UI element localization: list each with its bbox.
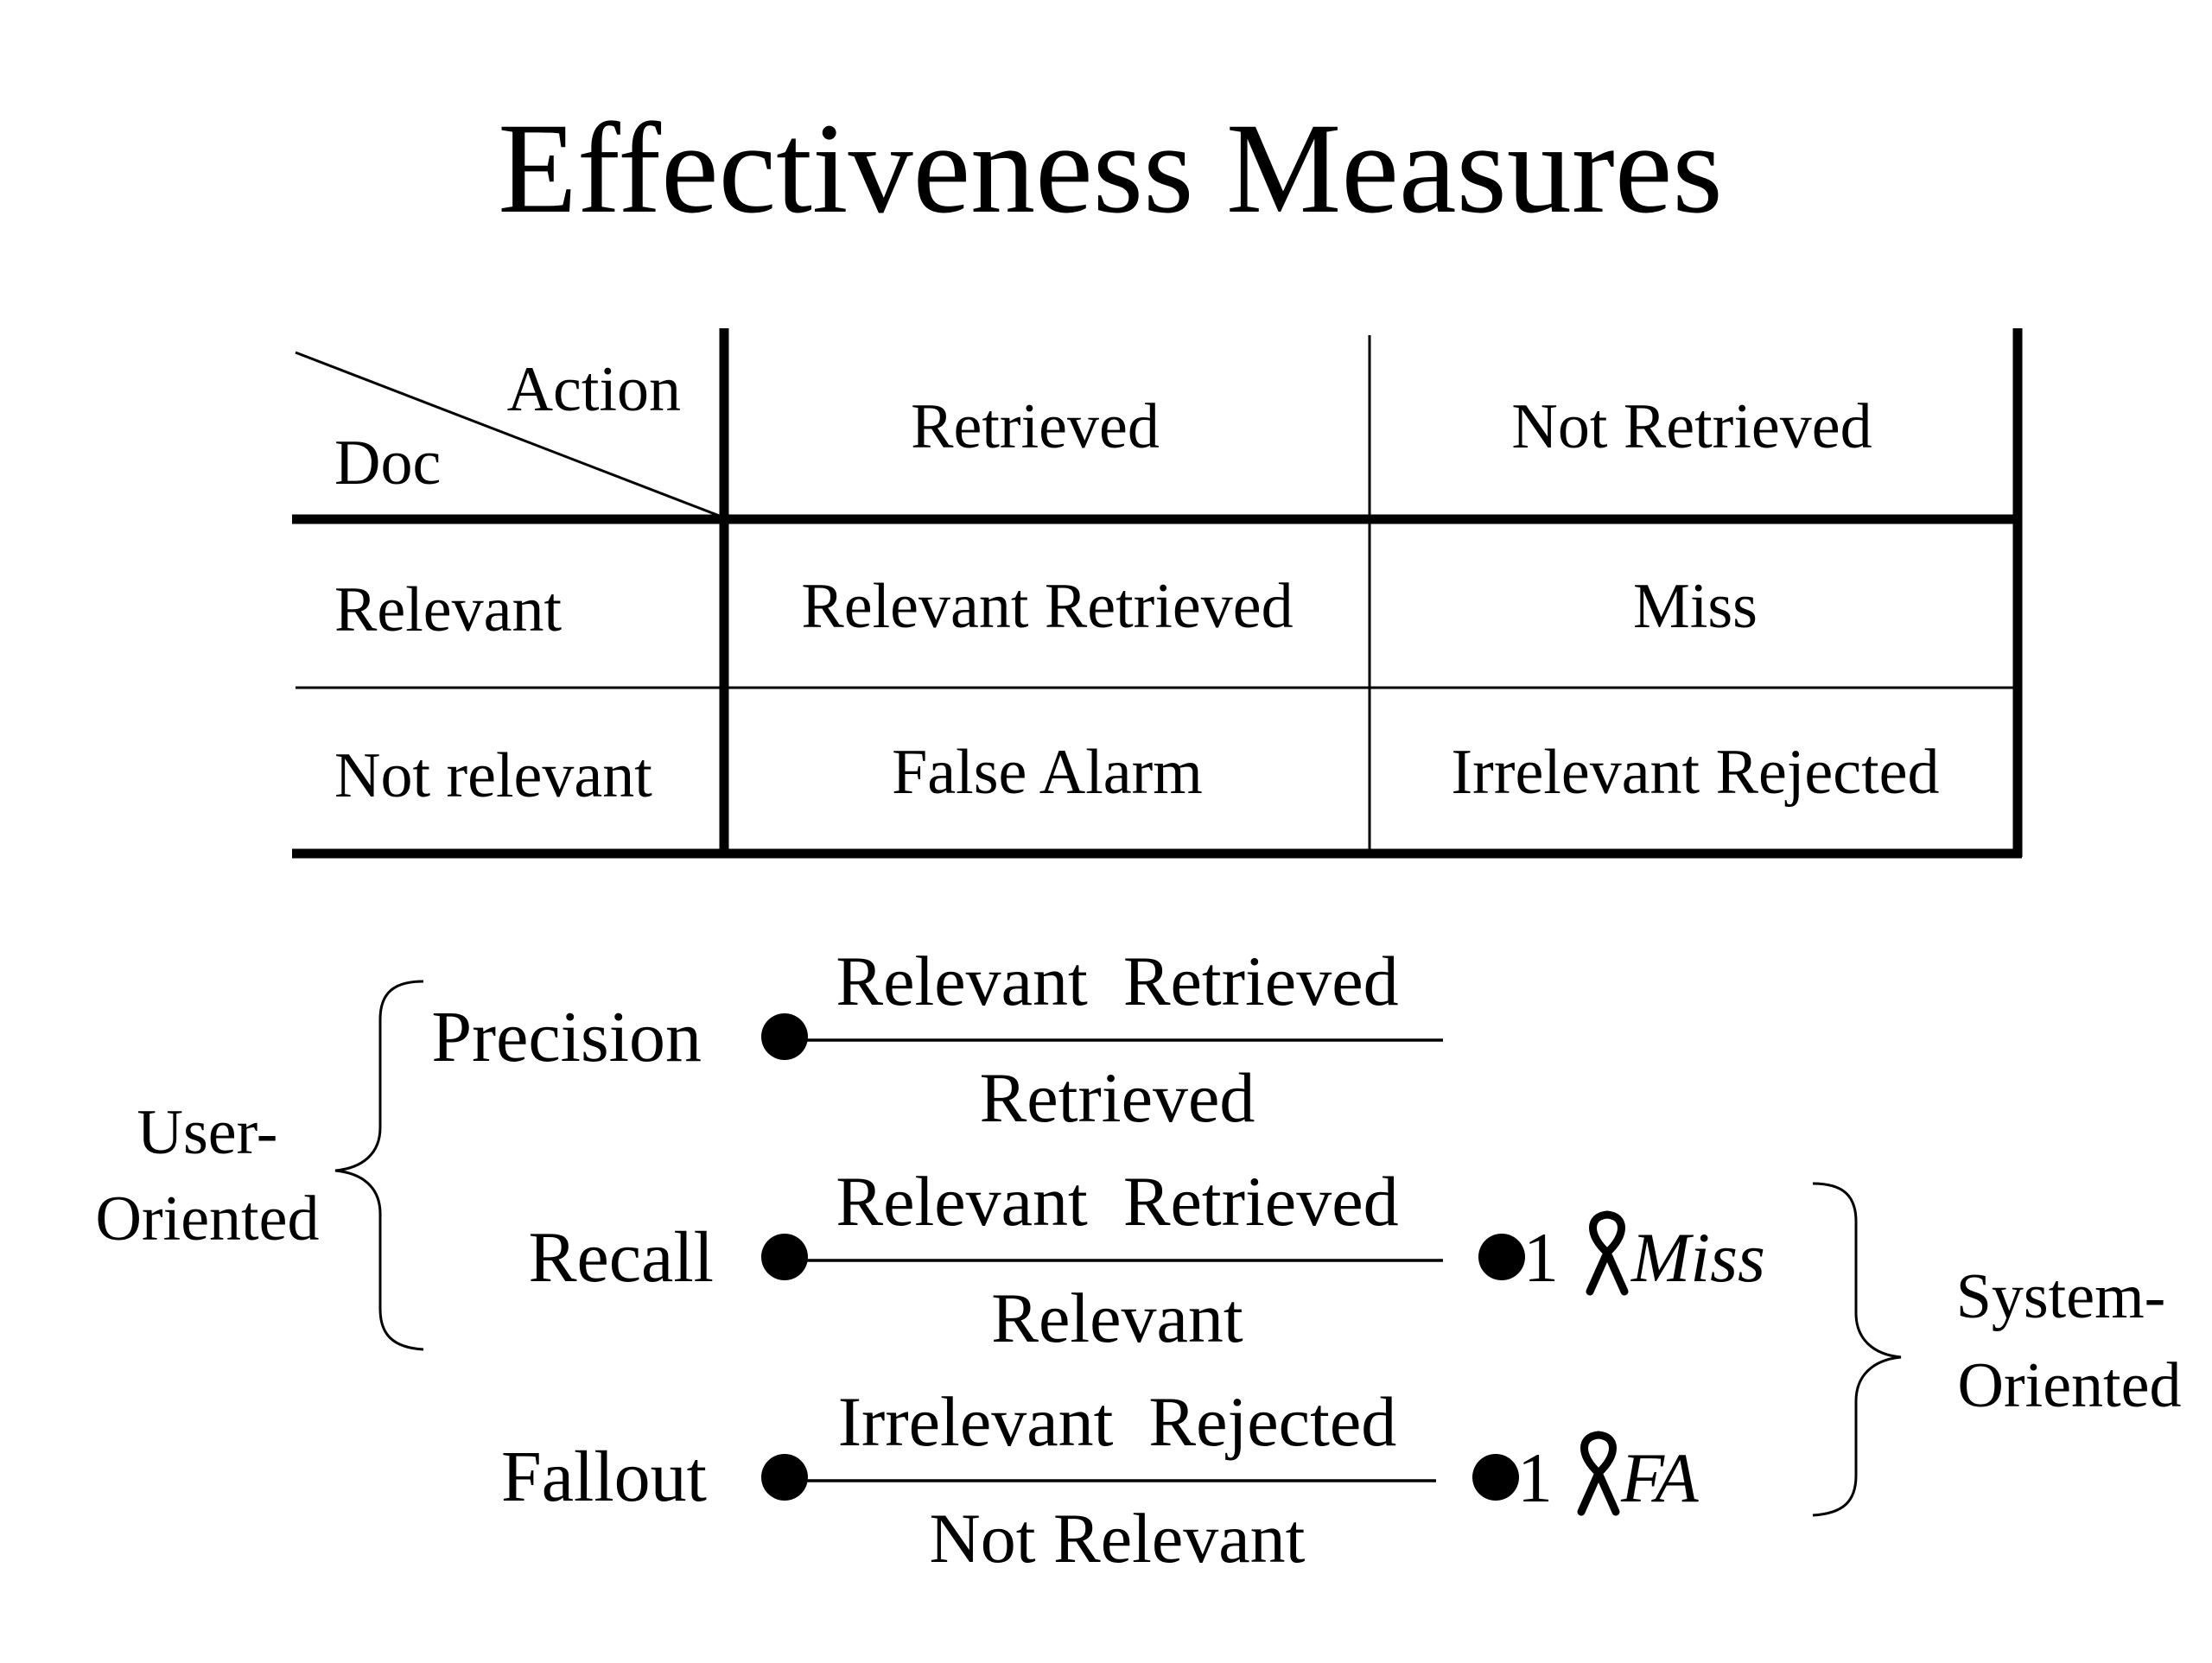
cell-relevant-retrieved: Relevant Retrieved: [801, 571, 1293, 642]
system-oriented-label-line1: System-: [1956, 1261, 2166, 1332]
one-digit: 1: [1523, 1218, 1559, 1297]
alt-term-miss: Miss: [1630, 1218, 1765, 1297]
column-header-not-retrieved: Not Retrieved: [1511, 391, 1872, 462]
equals-dot: [1472, 1454, 1519, 1501]
user-oriented-label-line2: Oriented: [96, 1184, 320, 1254]
minus-ribbon-icon: [1577, 1431, 1620, 1516]
system-oriented-label-line2: Oriented: [1958, 1350, 2182, 1421]
user-oriented-brace: [334, 980, 424, 1351]
measure-label-precision: Precision: [431, 997, 702, 1077]
measure-recall: Recall Relevant Retrieved Relevant 1 Mis…: [528, 1162, 1764, 1357]
measure-label-recall: Recall: [528, 1217, 714, 1298]
equals-dot: [761, 1454, 808, 1501]
denominator: Not Relevant: [930, 1499, 1306, 1577]
measure-precision: Precision Relevant Retrieved Retrieved: [431, 942, 1443, 1137]
measure-label-fallout: Fallout: [501, 1437, 707, 1517]
numerator: Relevant Retrieved: [836, 942, 1398, 1020]
alt-term-fa: FA: [1620, 1438, 1700, 1517]
equals-dot: [761, 1234, 808, 1280]
measure-fallout: Fallout Irrelevant Rejected Not Relevant…: [501, 1382, 1700, 1577]
numerator: Relevant Retrieved: [836, 1162, 1398, 1241]
corner-label-action: Action: [507, 354, 681, 425]
system-oriented-brace: [1812, 1182, 1902, 1517]
minus-ribbon-icon: [1586, 1210, 1629, 1296]
denominator: Retrieved: [980, 1058, 1255, 1137]
corner-diagonal: [295, 351, 722, 518]
user-oriented-label-line1: User-: [137, 1097, 278, 1168]
cell-miss: Miss: [1633, 571, 1758, 642]
equals-dot: [1478, 1234, 1525, 1280]
column-header-retrieved: Retrieved: [911, 391, 1160, 462]
contingency-table: Action Doc Retrieved Not Retrieved Relev…: [292, 328, 2023, 859]
numerator: Irrelevant Rejected: [838, 1382, 1397, 1461]
corner-label-doc: Doc: [334, 428, 441, 498]
row-label-relevant: Relevant: [334, 574, 562, 645]
slide-title: Effectiveness Measures: [498, 97, 1723, 240]
one-digit: 1: [1517, 1438, 1553, 1517]
equals-dot: [761, 1013, 808, 1060]
cell-irrelevant-rejected: Irrelevant Rejected: [1452, 737, 1940, 808]
denominator: Relevant: [991, 1279, 1243, 1357]
row-label-not-relevant: Not relevant: [334, 740, 652, 811]
cell-false-alarm: False Alarm: [892, 737, 1203, 808]
